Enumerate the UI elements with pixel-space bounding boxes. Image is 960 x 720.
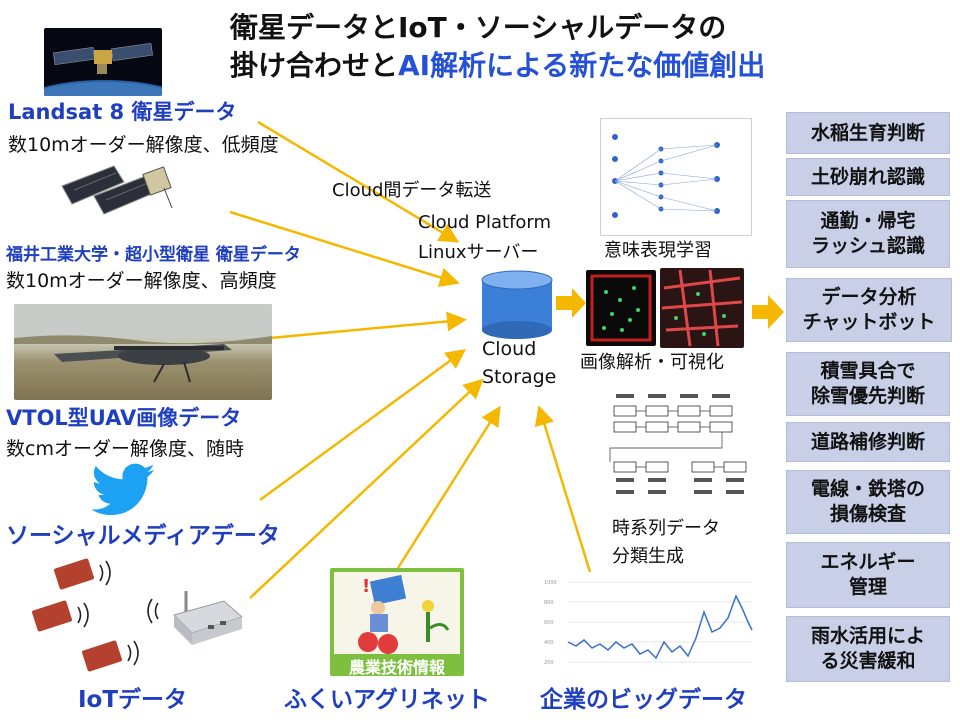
svg-text:200: 200 bbox=[544, 660, 554, 666]
arrow-agri bbox=[396, 405, 501, 569]
app-7-line1: 雨水活用によ bbox=[810, 625, 925, 648]
app-6-line2: 管理 bbox=[848, 576, 887, 598]
fukui-satellite-image bbox=[54, 156, 174, 236]
image-analysis-label: 画像解析・可視化 bbox=[580, 352, 724, 373]
app-1-line1: 土砂崩れ認識 bbox=[810, 165, 925, 188]
iot-gateway-icon bbox=[173, 591, 243, 645]
svg-text:1000: 1000 bbox=[544, 580, 557, 586]
title-line-2: 掛け合わせとAI解析による新たな価値創出 bbox=[230, 44, 950, 84]
agri-sign-text: 農業技術情報 bbox=[348, 658, 445, 676]
app-box-rice-growth: 水稲生育判断 bbox=[786, 112, 950, 154]
arrow-vtol bbox=[269, 311, 467, 340]
svg-text:600: 600 bbox=[544, 620, 554, 626]
app-4-line1: 道路補修判断 bbox=[810, 430, 925, 453]
iot-devices-image bbox=[28, 555, 258, 680]
lstm-diagram bbox=[602, 378, 752, 508]
app-box-snow-removal: 積雪具合で 除雪優先判断 bbox=[786, 352, 950, 416]
svg-text:400: 400 bbox=[544, 640, 554, 646]
app-5-line1: 電線・鉄塔の bbox=[810, 478, 925, 501]
app-6-line1: エネルギー bbox=[820, 551, 916, 574]
bigdata-title: 企業のビッグデータ bbox=[540, 687, 747, 713]
semantic-network-graph bbox=[600, 118, 752, 236]
landsat-satellite-image bbox=[44, 28, 162, 96]
social-title: ソーシャルメディアデータ bbox=[6, 523, 280, 549]
app-2-line1: 通勤・帰宅 bbox=[820, 210, 916, 233]
timeseries-label-line1: 時系列データ bbox=[612, 518, 720, 539]
agri-illustration: ! 農業技術情報 bbox=[330, 568, 464, 676]
storage-cylinder-icon bbox=[480, 270, 554, 340]
output-line2: チャットボット bbox=[802, 311, 936, 333]
cloud-platform-line2: Linuxサーバー bbox=[418, 242, 539, 263]
agri-title: ふくいアグリネット bbox=[284, 687, 490, 713]
timeseries-label-line2: 分類生成 bbox=[612, 546, 684, 567]
app-3-line1: 積雪具合で bbox=[820, 360, 916, 383]
app-box-rush-hour: 通勤・帰宅 ラッシュ認識 bbox=[786, 200, 950, 268]
iot-title: IoTデータ bbox=[78, 687, 188, 713]
twitter-bird-icon bbox=[91, 462, 156, 518]
image-analysis-thumb-1 bbox=[586, 270, 656, 346]
app-box-powerline-inspection: 電線・鉄塔の 損傷検査 bbox=[786, 470, 950, 534]
landsat-desc: 数10mオーダー解像度、低頻度 bbox=[8, 134, 279, 156]
vtol-desc: 数cmオーダー解像度、随時 bbox=[6, 438, 244, 460]
vtol-title: VTOL型UAV画像データ bbox=[6, 406, 242, 430]
svg-text:800: 800 bbox=[544, 600, 554, 606]
fukui-sat-title: 福井工業大学・超小型衛星 衛星データ bbox=[6, 245, 301, 265]
title-line-2-black: 掛け合わせと bbox=[230, 49, 399, 82]
app-5-line2: 損傷検査 bbox=[829, 503, 906, 525]
fukui-sat-desc: 数10mオーダー解像度、高頻度 bbox=[6, 270, 277, 292]
output-line1: データ分析 bbox=[821, 286, 917, 309]
arrow-storage-to-analysis bbox=[556, 288, 586, 318]
app-3-line2: 除雪優先判断 bbox=[810, 385, 925, 407]
title-line-1: 衛星データとIoT・ソーシャルデータの bbox=[230, 11, 727, 44]
svg-text:!: ! bbox=[362, 576, 370, 597]
landsat-title: Landsat 8 衛星データ bbox=[8, 100, 237, 124]
app-7-line2: る災害緩和 bbox=[820, 650, 916, 672]
bigdata-chart-thumbnail: 1000 800 600 400 200 bbox=[542, 572, 756, 680]
arrow-analysis-to-output bbox=[752, 295, 784, 329]
arrow-bigdata bbox=[534, 405, 592, 573]
app-box-rainwater-disaster: 雨水活用によ る災害緩和 bbox=[786, 616, 950, 682]
app-box-landslide: 土砂崩れ認識 bbox=[786, 158, 950, 196]
app-box-energy-management: エネルギー 管理 bbox=[786, 542, 950, 608]
semantic-learning-label: 意味表現学習 bbox=[604, 240, 712, 261]
cloud-platform-line1: Cloud Platform bbox=[418, 212, 552, 233]
app-box-road-repair: 道路補修判断 bbox=[786, 422, 950, 462]
arrow-social bbox=[259, 349, 467, 502]
arrow-iot bbox=[249, 378, 484, 599]
app-0-line1: 水稲生育判断 bbox=[810, 121, 925, 144]
vtol-drone-image bbox=[14, 304, 272, 400]
cloud-storage-line2: Storage bbox=[482, 366, 557, 388]
title-line-2-blue: AI解析による新たな価値創出 bbox=[398, 49, 766, 82]
output-chatbot-box: データ分析 チャットボット bbox=[786, 278, 952, 342]
cloud-transfer-label: Cloud間データ転送 bbox=[332, 180, 492, 201]
iot-sensor-board-icon bbox=[32, 558, 122, 672]
arrow-fukui-sat bbox=[229, 210, 460, 288]
arrow-landsat bbox=[257, 120, 460, 243]
image-analysis-thumb-2 bbox=[660, 268, 744, 348]
cloud-storage-line1: Cloud bbox=[482, 338, 537, 360]
app-2-line2: ラッシュ認識 bbox=[810, 235, 925, 257]
